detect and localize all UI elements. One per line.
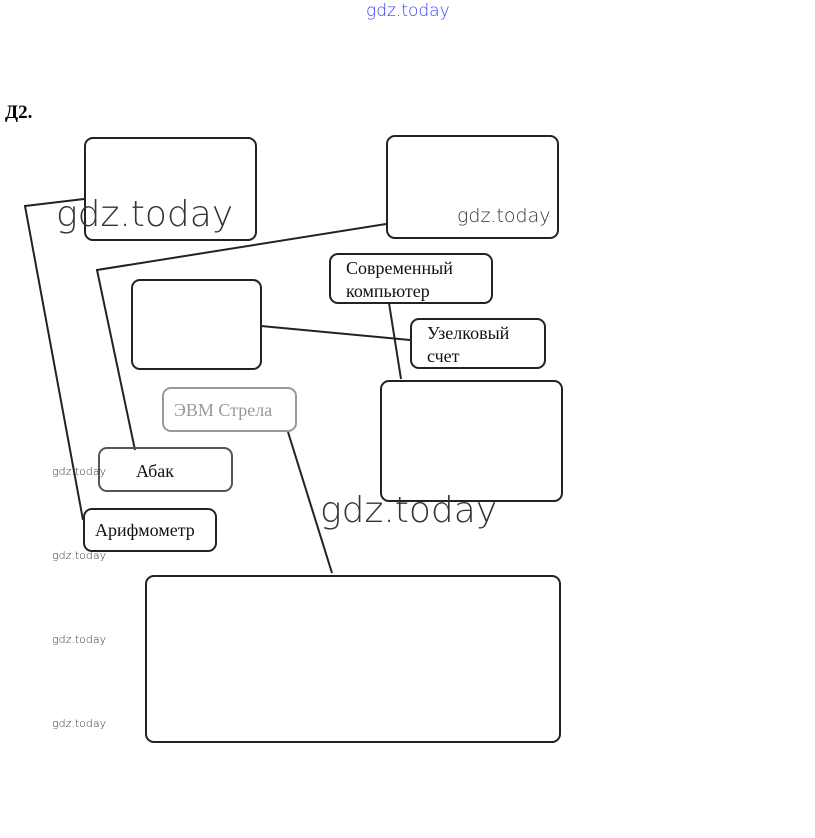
line-middleleft-knot — [260, 325, 411, 341]
watermark: gdz.today — [52, 717, 107, 730]
node-label: компьютер — [346, 281, 430, 301]
line-modern-right — [388, 302, 402, 380]
node-label: Арифмометр — [95, 520, 195, 540]
node-label: Современный — [346, 258, 453, 278]
watermark: gdz.today — [320, 490, 498, 531]
node-middle-left — [131, 279, 262, 370]
watermark: gdz.today — [52, 633, 107, 646]
node-label: Узелковый — [427, 323, 510, 343]
watermark-top: gdz.today — [366, 1, 450, 21]
line-topright-abacus — [95, 223, 387, 451]
node-modern-computer: Современный компьютер — [329, 253, 493, 304]
node-top-left — [84, 137, 257, 241]
node-label: Абак — [136, 461, 174, 481]
node-knot-counting: Узелковый счет — [410, 318, 546, 369]
node-top-right — [386, 135, 559, 239]
node-evm-strela: ЭВМ Стрела — [162, 387, 297, 432]
watermark: gdz.today — [52, 549, 107, 562]
line-topleft-arithmometer — [23, 198, 85, 521]
line-strela-bottom — [287, 431, 333, 574]
watermark: gdz.today — [56, 194, 234, 235]
node-abacus: Абак — [98, 447, 233, 492]
watermark: gdz.today — [52, 465, 107, 478]
node-label: счет — [427, 346, 460, 366]
node-right-middle — [380, 380, 563, 502]
node-bottom — [145, 575, 561, 743]
watermark: gdz.today — [457, 205, 551, 227]
node-label: ЭВМ Стрела — [174, 400, 273, 420]
task-label: Д2. — [5, 102, 33, 123]
node-arithmometer: Арифмометр — [83, 508, 217, 552]
